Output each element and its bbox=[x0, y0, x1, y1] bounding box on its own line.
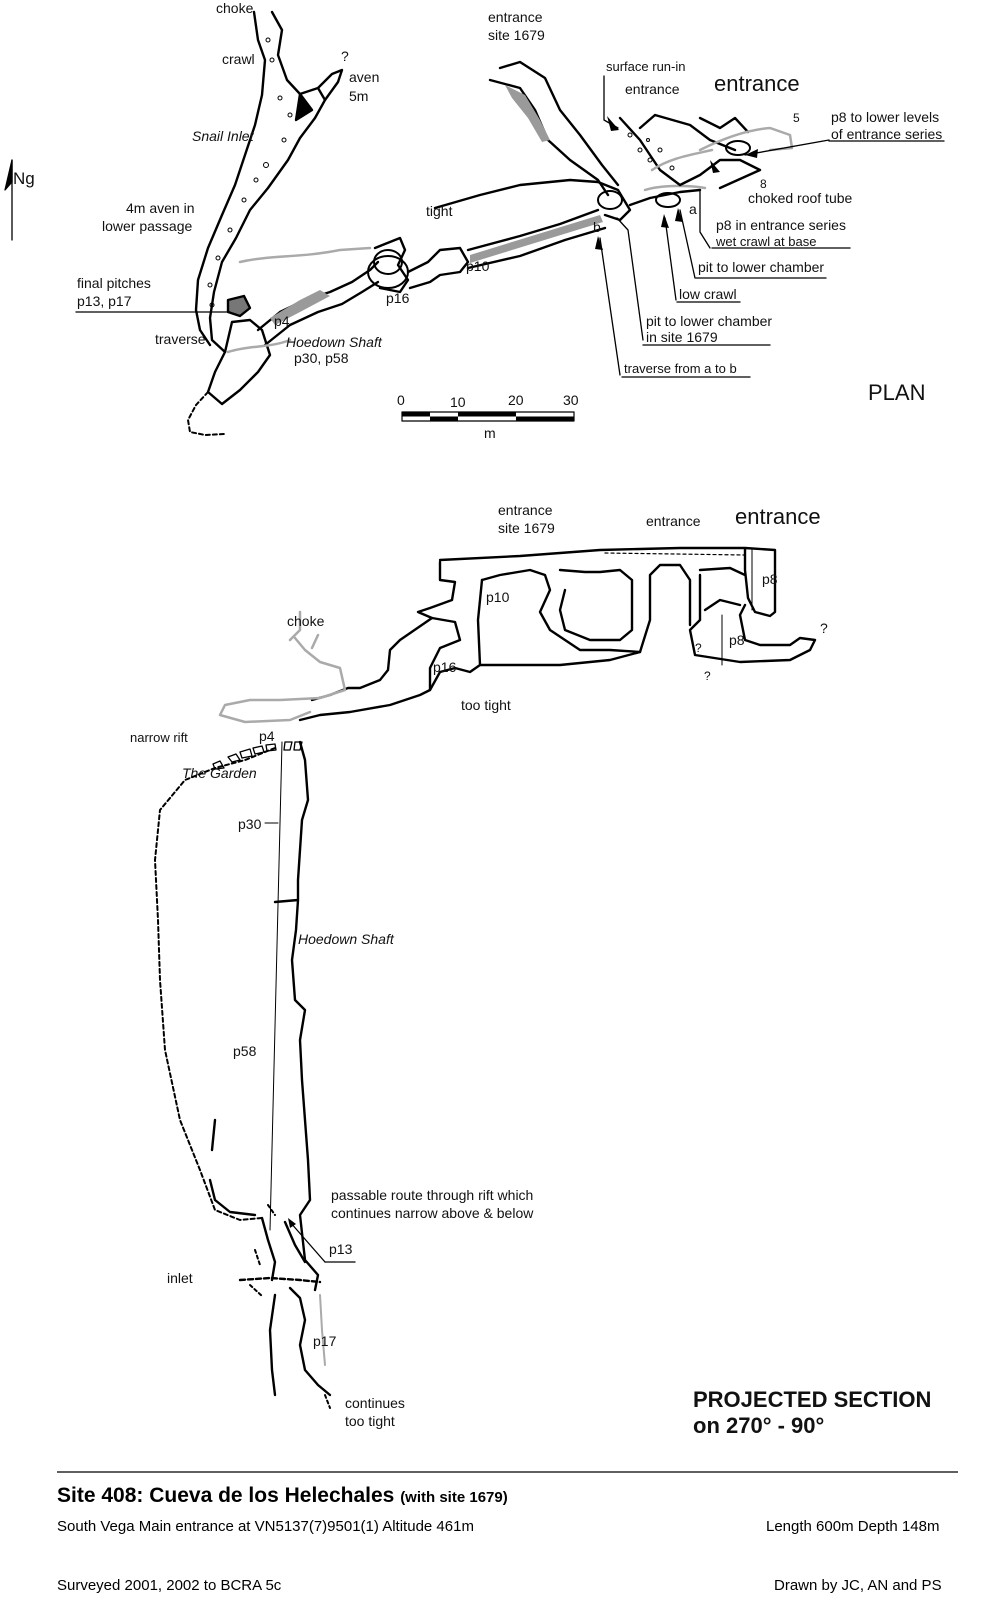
section-drawing bbox=[154, 546, 817, 1409]
sec-p4: p4 bbox=[259, 728, 275, 744]
label-traverse-ab: traverse from a to b bbox=[624, 361, 737, 376]
leader-lines bbox=[75, 75, 945, 378]
sec-p58: p58 bbox=[233, 1043, 257, 1059]
label-aven: aven bbox=[349, 69, 380, 85]
label-question: ? bbox=[341, 48, 349, 64]
label-final-1: final pitches bbox=[77, 275, 151, 291]
label-crawl: crawl bbox=[222, 51, 255, 67]
label-tight: tight bbox=[426, 203, 453, 219]
label-pit-lower: pit to lower chamber bbox=[698, 259, 825, 275]
sec-entrance-small: entrance bbox=[646, 513, 701, 529]
sec-q1: ? bbox=[820, 620, 828, 636]
sec-inlet: inlet bbox=[167, 1270, 193, 1286]
aven-passage bbox=[316, 68, 344, 102]
plan-heading: PLAN bbox=[868, 380, 926, 405]
label-a: a bbox=[689, 201, 697, 217]
sec-garden: The Garden bbox=[182, 765, 257, 781]
sec-p8b: p8 bbox=[729, 632, 745, 648]
sheet-title-suffix: (with site 1679) bbox=[400, 1489, 508, 1506]
sec-p8a: p8 bbox=[762, 571, 778, 587]
label-choke: choke bbox=[216, 0, 254, 16]
scale-bar bbox=[401, 411, 575, 422]
sec-q3: ? bbox=[704, 669, 711, 683]
label-traverse: traverse bbox=[155, 331, 206, 347]
label-aven-height: 5m bbox=[349, 88, 369, 104]
section-heading-2: on 270° - 90° bbox=[693, 1413, 825, 1438]
label-hoedown: Hoedown Shaft bbox=[286, 334, 382, 350]
label-p8-lower-1: p8 to lower levels bbox=[831, 109, 940, 125]
label-final-2: p13, p17 bbox=[77, 293, 132, 309]
rope-line bbox=[269, 741, 283, 1231]
sec-passable-1: passable route through rift which bbox=[331, 1187, 534, 1203]
scale-unit: m bbox=[484, 425, 496, 441]
footer-drawn: Drawn by JC, AN and PS bbox=[774, 1577, 942, 1594]
sec-narrow-rift: narrow rift bbox=[130, 730, 188, 745]
scale-tick-10: 10 bbox=[450, 394, 466, 410]
label-surface-runin: surface run-in bbox=[606, 59, 686, 74]
snail-inlet-passage bbox=[194, 10, 327, 354]
sec-hoedown: Hoedown Shaft bbox=[298, 931, 394, 947]
label-pit-1679-2: in site 1679 bbox=[646, 329, 718, 345]
plan-drawing bbox=[4, 10, 945, 436]
passage-p10 bbox=[406, 246, 470, 290]
sec-p30: p30 bbox=[238, 816, 262, 832]
footer-location: South Vega Main entrance at VN5137(7)950… bbox=[57, 1518, 474, 1535]
north-label: Ng bbox=[13, 169, 35, 188]
label-p8-lower-2: of entrance series bbox=[831, 126, 943, 142]
sec-p10: p10 bbox=[486, 589, 510, 605]
garden-dashed bbox=[154, 747, 276, 1221]
passage-1679 bbox=[488, 60, 620, 197]
label-pit-1679-1: pit to lower chamber bbox=[646, 313, 773, 329]
footer-surveyed: Surveyed 2001, 2002 to BCRA 5c bbox=[57, 1577, 282, 1594]
label-entrance1679-2: site 1679 bbox=[488, 27, 545, 43]
label-aven4-1: 4m aven in bbox=[126, 200, 195, 216]
label-p8-entrance-2: wet crawl at base bbox=[716, 234, 817, 249]
sec-continues-2: too tight bbox=[345, 1413, 395, 1429]
sec-too-tight: too tight bbox=[461, 697, 511, 713]
sec-passable-2: continues narrow above & below bbox=[331, 1205, 534, 1221]
label-entrance1679-1: entrance bbox=[488, 9, 543, 25]
north-arrow-icon bbox=[4, 159, 13, 241]
label-five: 5 bbox=[793, 111, 800, 125]
dashed-outline bbox=[187, 391, 226, 436]
scale-tick-30: 30 bbox=[563, 392, 579, 408]
section-heading-1: PROJECTED SECTION bbox=[693, 1387, 932, 1412]
label-b: b bbox=[593, 219, 601, 235]
label-choked-roof: choked roof tube bbox=[748, 190, 853, 206]
sec-p13: p13 bbox=[329, 1241, 353, 1257]
label-p10: p10 bbox=[466, 258, 490, 274]
label-snail-inlet: Snail Inlet bbox=[192, 128, 254, 144]
scale-tick-20: 20 bbox=[508, 392, 524, 408]
boulder-fill bbox=[207, 37, 293, 308]
sec-p16: p16 bbox=[433, 659, 457, 675]
label-p8-entrance-1: p8 in entrance series bbox=[716, 217, 846, 233]
hoedown-shaft bbox=[206, 318, 272, 406]
footer-dimensions: Length 600m Depth 148m bbox=[766, 1518, 940, 1535]
sec-entrance1679-2: site 1679 bbox=[498, 520, 555, 536]
label-eight: 8 bbox=[760, 177, 767, 191]
sec-entrance-big: entrance bbox=[735, 504, 821, 529]
sec-continues-1: continues bbox=[345, 1395, 405, 1411]
entrance-series bbox=[618, 113, 762, 190]
label-p16: p16 bbox=[386, 290, 410, 306]
label-entrance-big: entrance bbox=[714, 71, 800, 96]
passage-p16 bbox=[256, 260, 380, 347]
label-p4: p4 bbox=[274, 313, 290, 329]
sheet-title-main: Site 408: Cueva de los Helechales bbox=[57, 1484, 395, 1507]
hoedown-shaft-section bbox=[273, 740, 320, 1292]
scale-tick-0: 0 bbox=[397, 392, 405, 408]
sec-entrance1679-1: entrance bbox=[498, 502, 553, 518]
label-low-crawl: low crawl bbox=[679, 286, 737, 302]
sec-q2: ? bbox=[695, 641, 702, 655]
label-hoedown-pitches: p30, p58 bbox=[294, 350, 349, 366]
sec-p17: p17 bbox=[313, 1333, 337, 1349]
label-entrance-small: entrance bbox=[625, 81, 680, 97]
sec-choke: choke bbox=[287, 613, 325, 629]
section-top-passage bbox=[438, 546, 777, 618]
label-aven4-2: lower passage bbox=[102, 218, 193, 234]
sheet-title: Site 408: Cueva de los Helechales (with … bbox=[57, 1484, 508, 1508]
